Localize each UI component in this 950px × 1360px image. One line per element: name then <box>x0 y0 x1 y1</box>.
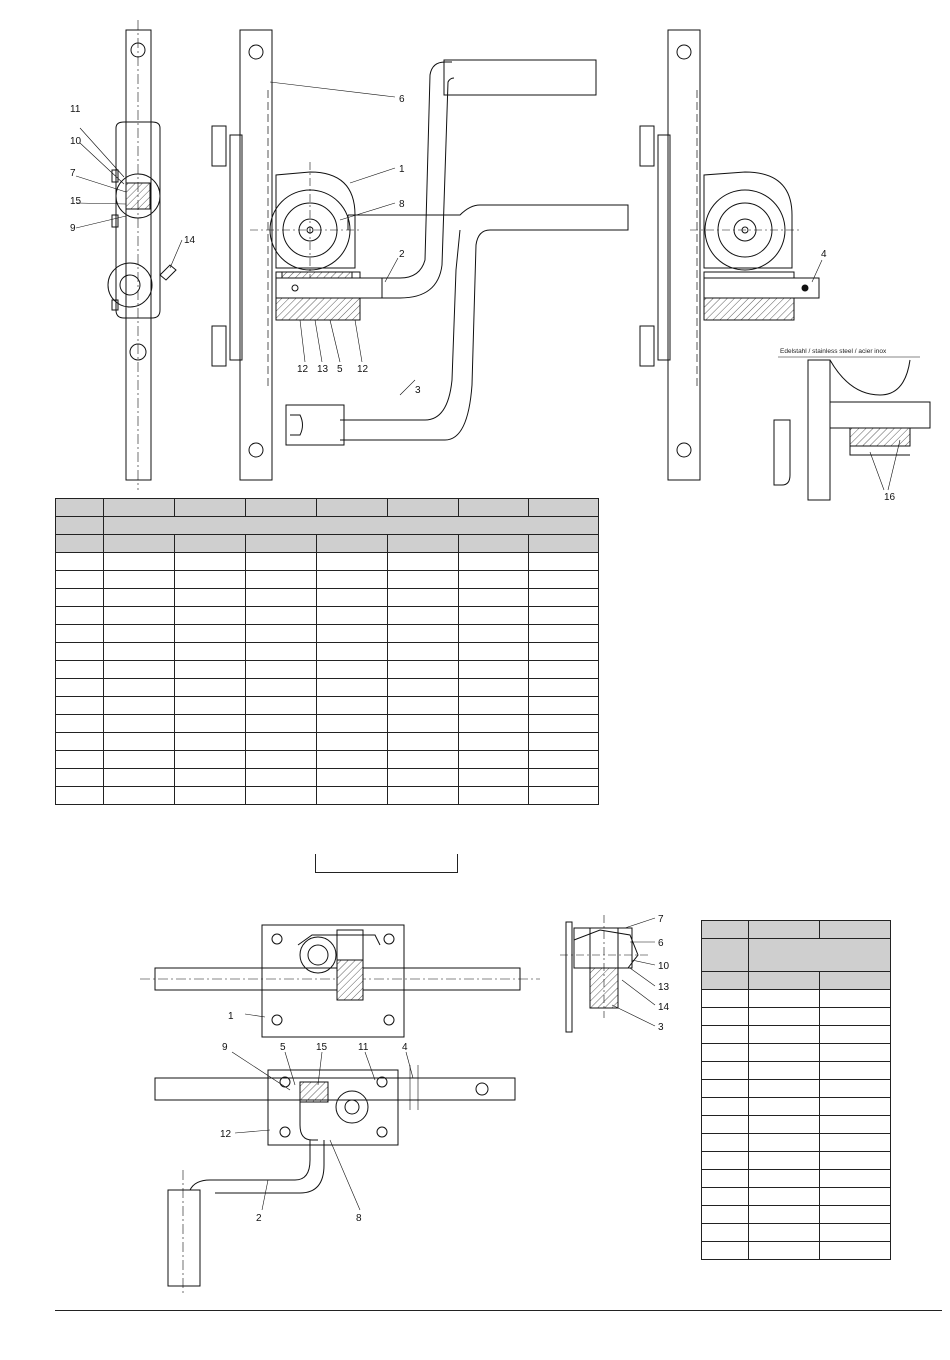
side-table-header-row <box>701 920 891 939</box>
table-row <box>55 768 599 787</box>
right-view <box>639 29 823 481</box>
side-table-row <box>701 1133 891 1152</box>
side-table-merged-row <box>701 938 891 972</box>
side-table-row <box>701 1115 891 1134</box>
bottom-plan-callouts: 1 9 5 15 11 4 12 2 8 <box>220 1011 408 1224</box>
side-table-row <box>701 1223 891 1242</box>
callout-section-13: 13 <box>658 982 670 993</box>
callout-front-13: 13 <box>317 364 329 375</box>
callout-section-3: 3 <box>658 1022 664 1033</box>
side-table-row <box>701 1187 891 1206</box>
callout-front-2: 2 <box>399 249 405 260</box>
side-table-row <box>701 1061 891 1080</box>
side-table-row <box>701 1241 891 1260</box>
bottom-plan-view <box>140 924 540 1296</box>
side-table-row <box>701 1205 891 1224</box>
table-row <box>55 570 599 589</box>
callout-front-12a: 12 <box>297 364 309 375</box>
table-merged-row <box>55 516 599 535</box>
callout-front-8: 8 <box>399 199 405 210</box>
table-row <box>55 660 599 679</box>
table-row <box>55 606 599 625</box>
side-data-table <box>701 920 891 1260</box>
side-table-row <box>701 1079 891 1098</box>
callout-plan-12: 12 <box>220 1129 232 1140</box>
callout-plan-9: 9 <box>222 1042 228 1053</box>
callout-section-7: 7 <box>658 914 664 925</box>
side-table-row <box>701 1025 891 1044</box>
table-row <box>55 624 599 643</box>
detail-inset <box>773 356 931 501</box>
callout-front-6: 6 <box>399 94 405 105</box>
material-note: Edelstahl / stainless steel / acier inox <box>780 348 887 355</box>
callout-plan-15: 15 <box>316 1042 328 1053</box>
side-table-row <box>701 989 891 1008</box>
callout-plan-4: 4 <box>402 1042 408 1053</box>
side-view-callouts: 11 10 7 15 9 14 <box>70 104 196 246</box>
table-row <box>55 642 599 661</box>
callout-side-9: 9 <box>70 223 76 234</box>
detail-inset-labels: Edelstahl / stainless steel / acier inox… <box>780 348 896 503</box>
footer-rule <box>55 1310 942 1311</box>
side-table-row <box>701 1169 891 1188</box>
bottom-side-section <box>560 915 656 1033</box>
table-row <box>55 588 599 607</box>
callout-right-4: 4 <box>821 249 827 260</box>
callout-side-15: 15 <box>70 196 82 207</box>
callout-detail-16: 16 <box>884 492 896 503</box>
table-row <box>55 714 599 733</box>
callout-plan-5: 5 <box>280 1042 286 1053</box>
callout-front-12b: 12 <box>357 364 369 375</box>
callout-front-5: 5 <box>337 364 343 375</box>
callout-front-3: 3 <box>415 385 421 396</box>
callout-side-14: 14 <box>184 235 196 246</box>
callout-plan-11: 11 <box>358 1042 369 1053</box>
side-table-subheader-row <box>701 971 891 990</box>
front-view <box>211 29 629 481</box>
side-table-row <box>701 1151 891 1170</box>
side-table-row <box>701 1043 891 1062</box>
callout-plan-2: 2 <box>256 1213 262 1224</box>
callout-plan-1: 1 <box>228 1011 234 1022</box>
callout-side-10: 10 <box>70 136 82 147</box>
table-row <box>55 696 599 715</box>
table-row <box>55 750 599 769</box>
side-view <box>75 20 183 490</box>
callout-side-11: 11 <box>70 104 81 115</box>
table-subheader-row <box>55 534 599 553</box>
callout-plan-8: 8 <box>356 1213 362 1224</box>
main-data-table <box>55 498 599 805</box>
table-row <box>55 786 599 805</box>
side-table-row <box>701 1097 891 1116</box>
bottom-side-callouts: 7 6 10 13 14 3 <box>658 914 670 1033</box>
right-view-callouts: 4 <box>821 249 827 260</box>
table-extra-cell <box>315 854 458 873</box>
side-table-row <box>701 1007 891 1026</box>
table-header-row <box>55 498 599 517</box>
callout-section-10: 10 <box>658 961 670 972</box>
callout-section-14: 14 <box>658 1002 670 1013</box>
table-row <box>55 678 599 697</box>
table-row <box>55 732 599 751</box>
front-view-callouts: 6 1 8 2 12 13 5 12 3 <box>297 94 421 396</box>
callout-section-6: 6 <box>658 938 664 949</box>
table-row <box>55 552 599 571</box>
callout-side-7: 7 <box>70 168 76 179</box>
callout-front-1: 1 <box>399 164 405 175</box>
